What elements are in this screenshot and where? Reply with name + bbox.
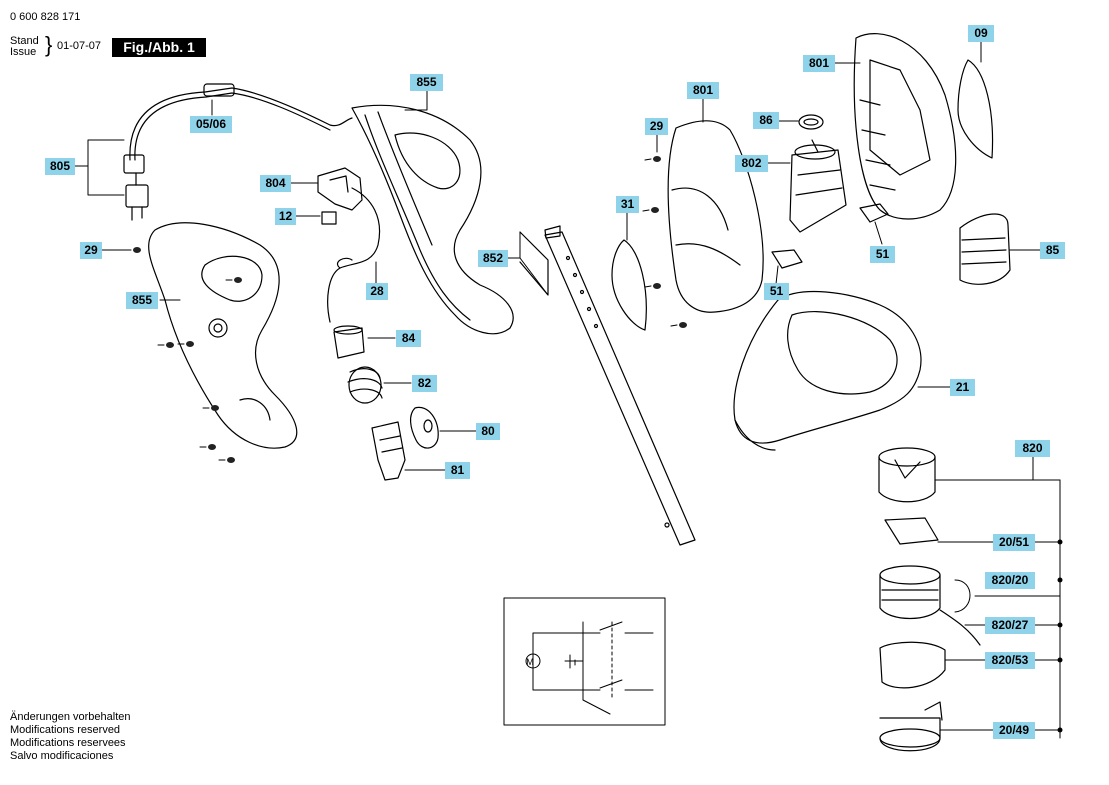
motor-housing-part [667, 120, 764, 313]
label-852: 852 [478, 250, 508, 267]
label-05-06: 05/06 [190, 116, 232, 133]
cable-part [123, 83, 353, 221]
cover-part [959, 213, 1011, 285]
issue-date: 01-07-07 [57, 40, 102, 52]
label-31: 31 [616, 196, 639, 213]
label-09: 09 [968, 25, 994, 42]
tube-part [519, 225, 696, 546]
label-820-53: 820/53 [985, 652, 1035, 669]
switch-part [317, 167, 381, 323]
label-81: 81 [445, 462, 470, 479]
note-es: Salvo modificaciones [10, 750, 114, 762]
label-85: 85 [1040, 242, 1065, 259]
label-12: 12 [275, 208, 296, 225]
label-801-right: 801 [803, 55, 835, 72]
label-802: 802 [735, 155, 768, 172]
label-805: 805 [45, 158, 75, 175]
label-21: 21 [950, 379, 975, 396]
issue-label: Issue [10, 46, 37, 58]
modification-notes: Änderungen vorbehalten Modifications res… [10, 711, 130, 763]
label-29-left: 29 [80, 242, 102, 259]
label-804: 804 [260, 175, 291, 192]
stand-label: Stand [10, 35, 39, 47]
label-82: 82 [412, 375, 437, 392]
schematic-box [503, 597, 666, 726]
label-51-right: 51 [870, 246, 895, 263]
note-en: Modifications reserved [10, 724, 121, 736]
label-86: 86 [753, 112, 779, 129]
note-de: Änderungen vorbehalten [10, 711, 131, 723]
label-80: 80 [476, 423, 500, 440]
label-20-51: 20/51 [993, 534, 1035, 551]
brush-part-a [859, 203, 889, 223]
part-number: 0 600 828 171 [10, 11, 81, 23]
brush-part-b [771, 249, 803, 269]
housing-right-part [853, 33, 957, 220]
label-84: 84 [396, 330, 421, 347]
label-820: 820 [1015, 440, 1050, 457]
note-fr: Modifications reservees [10, 737, 126, 749]
label-855-top: 855 [410, 74, 443, 91]
label-855-left: 855 [126, 292, 158, 309]
screws [133, 156, 687, 463]
label-820-20: 820/20 [985, 572, 1035, 589]
label-51-center: 51 [764, 283, 789, 300]
figure-title: Fig./Abb. 1 [112, 38, 206, 57]
spring-parts [333, 325, 439, 481]
handle-right-part [351, 104, 514, 335]
guard-part [733, 290, 922, 451]
label-20-49: 20/49 [993, 722, 1035, 739]
part-31 [611, 239, 647, 331]
label-29-center: 29 [645, 118, 668, 135]
motor-symbol: M [526, 657, 534, 667]
label-801-center: 801 [687, 82, 719, 99]
part-09 [957, 59, 994, 159]
handle-left-part [148, 222, 298, 449]
motor-part [789, 114, 847, 233]
spool-assembly [878, 447, 981, 752]
brace: } [45, 32, 53, 57]
leader-lines [74, 41, 1061, 739]
label-820-27: 820/27 [985, 617, 1035, 634]
leader-dots [1057, 539, 1063, 733]
label-28: 28 [366, 283, 388, 300]
